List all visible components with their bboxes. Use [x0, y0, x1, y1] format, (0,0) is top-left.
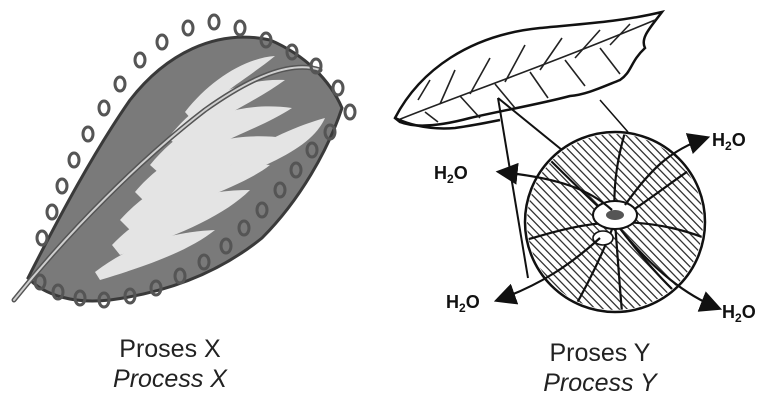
droplet [57, 179, 67, 193]
droplet [115, 77, 125, 91]
h2o-label-bottom-right: H2O [722, 302, 756, 325]
droplet [333, 81, 343, 95]
droplet [235, 21, 245, 35]
guttation-leaf [14, 15, 355, 307]
h2o-label-top-left: H2O [434, 163, 468, 186]
hatch-line [701, 130, 772, 315]
h2o-label-top-right: H2O [712, 130, 746, 153]
droplet [47, 205, 57, 219]
droplet [99, 101, 109, 115]
process-y-label-en: Process Y [470, 368, 730, 398]
droplet [135, 53, 145, 67]
hatch-line [717, 130, 772, 315]
droplet [69, 153, 79, 167]
droplet [345, 105, 355, 119]
hatch-line [341, 130, 521, 315]
droplet [209, 15, 219, 29]
process-x-caption: Proses X Process X [40, 334, 300, 394]
droplet [83, 127, 93, 141]
process-y-label-ms: Proses Y [470, 338, 730, 368]
transpiration-diagram: H2O H2O H2O H2O [325, 12, 772, 325]
droplet [37, 231, 47, 245]
h2o-label-bottom-left: H2O [446, 292, 480, 315]
hatch-line [709, 130, 772, 315]
hatch-line [333, 130, 513, 315]
droplet [183, 21, 193, 35]
hatch-line [349, 130, 529, 315]
process-x-label-en: Process X [40, 364, 300, 394]
hatch-line [325, 130, 505, 315]
process-x-label-ms: Proses X [40, 334, 300, 364]
process-y-caption: Proses Y Process Y [470, 338, 730, 398]
leaf-y-blade [395, 12, 662, 125]
hatch-line [357, 130, 537, 315]
droplet [157, 35, 167, 49]
